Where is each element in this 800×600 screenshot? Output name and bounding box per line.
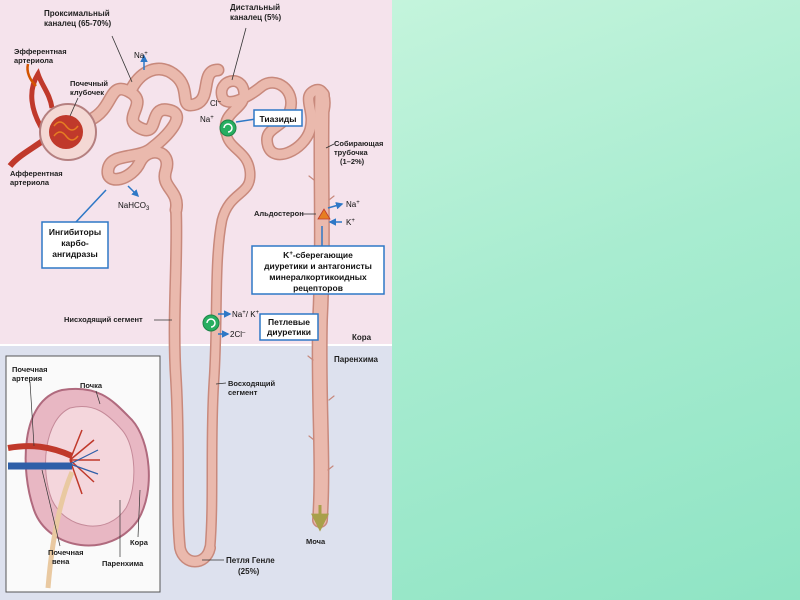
label-distal-2: каналец (5%)	[230, 13, 282, 22]
box-thiazides	[253, 109, 303, 127]
ion-cl-distal: Cl	[210, 99, 218, 108]
label-urine: Моча	[306, 537, 326, 546]
label-descending: Нисходящий сегмент	[64, 315, 143, 324]
ion-na-proximal: Na	[134, 51, 145, 60]
inset-kidney: Почка	[80, 381, 103, 390]
label-ascending-2: сегмент	[228, 388, 258, 397]
box-carbonic-1: Ингибиторы	[49, 227, 101, 237]
label-glomerulus-1: Почечный	[70, 79, 108, 88]
label-proximal-1: Проксимальный	[44, 9, 110, 18]
label-parenchyma: Паренхима	[334, 355, 379, 364]
label-collecting-3: (1–2%)	[340, 157, 365, 166]
label-collecting-2: трубочка	[334, 148, 368, 157]
label-loop-2: (25%)	[238, 567, 260, 576]
label-collecting-1: Собирающая	[334, 139, 383, 148]
label-afferent-2: артериола	[10, 178, 50, 187]
svg-text:K+-сберегающие: K+-сберегающие	[283, 250, 353, 260]
inset-renal-artery-1: Почечная	[12, 365, 48, 374]
box-k-sparing-diuretics	[251, 245, 385, 295]
svg-text:NaHCO3: NaHCO3	[118, 201, 150, 212]
label-ascending-1: Восходящий	[228, 379, 276, 388]
transporter-icon-loop	[202, 314, 220, 332]
svg-text:Петля Генле(25%): Петля Генле (25%)	[226, 556, 275, 576]
label-afferent-1: Афферентная	[10, 169, 63, 178]
box-k-sparing-prefix: K	[283, 250, 290, 260]
box-carbonic-3: ангидразы	[52, 249, 98, 259]
box-thiazides-text: Тиазиды	[259, 114, 296, 124]
box-carbonic-2: карбо-	[61, 238, 89, 248]
box-k-sparing-2: диуретики и антагонисты	[264, 261, 372, 271]
label-aldosterone: Альдостерон	[254, 209, 304, 218]
box-k-sparing-1: -сберегающие	[293, 250, 353, 260]
aldosterone-receptor-icon	[317, 208, 331, 220]
ion-cl-loop: 2Cl	[230, 330, 242, 339]
ion-nahco3: NaHCO	[118, 201, 146, 210]
inset-renal-vein-2: вена	[52, 557, 70, 566]
svg-text:K+: K+	[346, 218, 355, 227]
label-distal-1: Дистальный	[230, 3, 280, 12]
box-carbonic-anhydrase-inhibitors	[41, 221, 109, 269]
inset-renal-artery-2: артерия	[12, 374, 42, 383]
label-efferent-1: Эфферентная	[14, 47, 67, 56]
transporter-icon-distal	[219, 119, 237, 137]
ion-na-k-loop: Na	[232, 310, 243, 319]
svg-text:Na+: Na+	[200, 115, 214, 124]
ion-k-collecting: K	[346, 218, 352, 227]
label-proximal-2: каналец (65-70%)	[44, 19, 112, 28]
svg-text:Na+/ K+: Na+/ K+	[232, 310, 260, 319]
box-loop-2: диуретики	[267, 327, 311, 337]
green-background-panel	[392, 0, 800, 600]
label-loop-1: Петля Генле	[226, 556, 275, 565]
box-k-sparing-3: минералкортикоидных	[269, 272, 367, 282]
svg-text:Cl–: Cl–	[210, 99, 222, 108]
ion-na-distal: Na	[200, 115, 211, 124]
ion-na-collecting: Na	[346, 200, 357, 209]
svg-text:Na+: Na+	[346, 200, 360, 209]
label-glomerulus-2: клубочек	[70, 88, 104, 97]
box-loop-diuretics	[259, 313, 319, 341]
box-k-sparing-4: рецепторов	[293, 283, 343, 293]
label-efferent-2: артериола	[14, 56, 54, 65]
label-cortex: Кора	[352, 333, 372, 342]
inset-parenchyma: Паренхима	[102, 559, 144, 568]
renal-artery	[7, 443, 74, 459]
svg-text:Na+: Na+	[134, 51, 148, 60]
glomerulus	[7, 63, 97, 168]
box-loop-1: Петлевые	[268, 317, 310, 327]
inset-cortex: Кора	[130, 538, 149, 547]
inset-renal-vein-1: Почечная	[48, 548, 84, 557]
svg-text:2Cl–: 2Cl–	[230, 330, 246, 339]
